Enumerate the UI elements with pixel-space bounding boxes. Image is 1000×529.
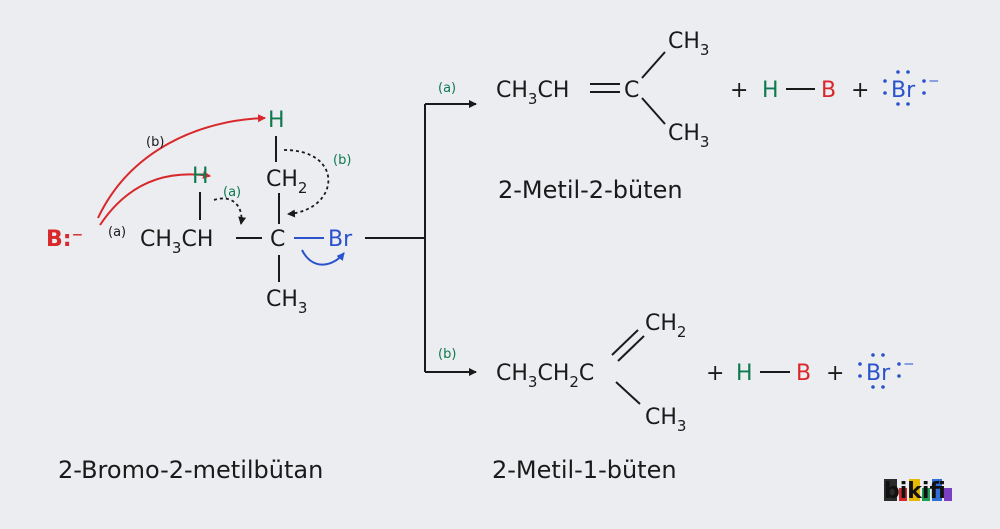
- product-a-b: B: [821, 78, 836, 103]
- bromine: Br: [328, 227, 353, 252]
- central-carbon: C: [270, 227, 285, 252]
- label-a-dashed: (a): [223, 185, 241, 200]
- double-bond-a: [611, 329, 639, 356]
- plus-a1: +: [730, 78, 748, 103]
- product-b-h: H: [736, 361, 753, 386]
- plus-b2: +: [826, 361, 844, 386]
- arrow-br-blue: [301, 249, 345, 266]
- path-b-label: (b): [438, 347, 456, 362]
- label-a-reactant: (a): [108, 225, 126, 240]
- label-b-dashed: (b): [333, 153, 351, 168]
- path-a-label: (a): [438, 81, 456, 96]
- product-a-left-group: CH3CH: [496, 78, 569, 108]
- product-b-bromide: Br ⁻: [858, 353, 915, 389]
- ch3-bottom: CH3: [266, 287, 307, 317]
- base-label: B:⁻: [46, 227, 83, 252]
- product-a-ch3-bottom: CH3: [668, 121, 709, 151]
- product-b-b: B: [796, 361, 811, 386]
- product-a: CH3CH C CH3 CH3 + H B + Br ⁻ 2-Metil-2-b…: [496, 29, 940, 204]
- plus-a2: +: [851, 78, 869, 103]
- product-b: CH3CH2C CH2 CH3 + H B + Br ⁻ 2-Metil-1-b…: [492, 311, 915, 484]
- hydrogen-a: H: [192, 164, 209, 189]
- product-a-charge: ⁻: [928, 73, 940, 98]
- product-a-h: H: [762, 78, 779, 103]
- reactant-name: 2-Bromo-2-metilbütan: [58, 456, 323, 484]
- double-bond-b: [617, 335, 645, 362]
- product-b-name: 2-Metil-1-büten: [492, 456, 677, 484]
- label-b-reactant: (b): [146, 135, 164, 150]
- product-a-ch3-top: CH3: [668, 29, 709, 59]
- product-a-bromide: Br ⁻: [883, 70, 940, 106]
- product-a-carbon: C: [624, 78, 639, 103]
- arrow-b-red: [97, 114, 266, 219]
- ch2-group: CH2: [266, 167, 307, 197]
- dashed-arrow-b: [283, 149, 330, 218]
- product-b-br: Br: [866, 361, 891, 386]
- dashed-arrow-a: [213, 197, 247, 225]
- product-b-left-group: CH3CH2C: [496, 361, 594, 391]
- product-b-charge: ⁻: [903, 356, 915, 381]
- brand-logo: bikifi: [884, 479, 952, 504]
- reactant-structure: B:⁻ (a) (b) H (a) H CH2 (b) CH3CH C Br C…: [46, 108, 353, 484]
- hydrogen-b: H: [268, 108, 285, 133]
- ch3ch-group: CH3CH: [140, 227, 213, 257]
- product-a-name: 2-Metil-2-büten: [498, 176, 683, 204]
- branch-arrows: (a) (b): [365, 81, 477, 376]
- brand-text: bikifi: [884, 479, 946, 504]
- product-a-br: Br: [891, 78, 916, 103]
- product-b-ch3-bottom: CH3: [645, 405, 686, 435]
- product-b-ch2-top: CH2: [645, 311, 686, 341]
- plus-b1: +: [706, 361, 724, 386]
- arrow-a-red: [99, 171, 211, 226]
